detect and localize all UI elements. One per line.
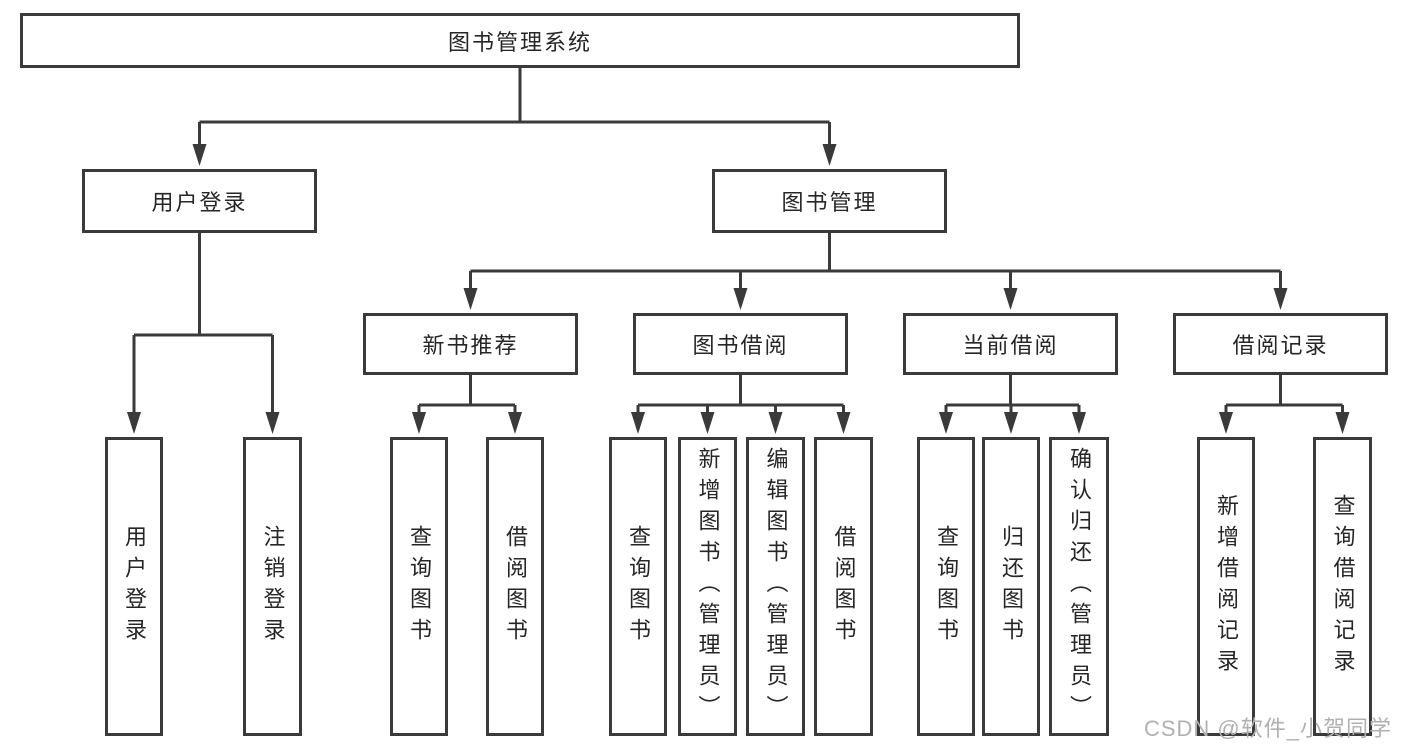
leaf-newbooks-query-books-label: 查询图书	[407, 524, 432, 649]
node-new-book-recommendation: 新书推荐	[363, 313, 578, 375]
leaf-current-query-books: 查询图书	[917, 437, 975, 736]
node-book-management-label: 图书管理	[781, 190, 878, 215]
leaf-logout-label: 注销登录	[260, 524, 286, 649]
connector-user-login-children	[127, 233, 280, 434]
connector-borrowing-records-children	[1219, 375, 1350, 434]
leaf-confirm-return-admin-label: 确认归还（管理员）	[1067, 447, 1092, 726]
leaf-user-login-label: 用户登录	[122, 524, 147, 649]
node-user-login-label: 用户登录	[151, 190, 248, 215]
node-book-borrowing-label: 图书借阅	[692, 333, 789, 358]
leaf-newbooks-borrow-books-label: 借阅图书	[503, 524, 528, 649]
node-book-borrowing: 图书借阅	[633, 313, 848, 375]
leaf-logout: 注销登录	[243, 437, 302, 736]
connector-root-to-level2	[192, 68, 837, 166]
leaf-add-books-admin-label: 新增图书（管理员）	[695, 447, 721, 726]
node-book-management: 图书管理	[712, 169, 947, 233]
leaf-borrowing-query-books-label: 查询图书	[626, 524, 651, 649]
connector-new-book-recommendation-children	[412, 375, 522, 434]
connector-book-management-children	[463, 233, 1288, 310]
leaf-query-borrow-record-label: 查询借阅记录	[1330, 493, 1356, 680]
leaf-query-borrow-record: 查询借阅记录	[1313, 437, 1372, 736]
leaf-newbooks-query-books: 查询图书	[390, 437, 448, 736]
node-user-login: 用户登录	[82, 169, 317, 233]
node-root-library-system: 图书管理系统	[20, 13, 1020, 68]
node-borrowing-records-label: 借阅记录	[1232, 333, 1329, 358]
connector-book-borrowing-children	[631, 375, 851, 434]
node-borrowing-records: 借阅记录	[1173, 313, 1388, 375]
leaf-edit-books-admin: 编辑图书（管理员）	[746, 437, 805, 736]
csdn-watermark: CSDN @软件_小贺同学	[1143, 716, 1392, 741]
leaf-borrow-books: 借阅图书	[814, 437, 873, 736]
leaf-edit-books-admin-label: 编辑图书（管理员）	[763, 447, 789, 726]
leaf-user-login: 用户登录	[105, 437, 163, 736]
leaf-add-borrow-record-label: 新增借阅记录	[1214, 493, 1239, 680]
leaf-borrowing-query-books: 查询图书	[609, 437, 667, 736]
leaf-return-books: 归还图书	[982, 437, 1040, 736]
leaf-current-query-books-label: 查询图书	[934, 524, 959, 649]
connector-current-borrowing-children	[939, 375, 1086, 434]
node-root-label: 图书管理系统	[447, 29, 592, 55]
node-current-borrowing-label: 当前借阅	[962, 333, 1059, 358]
leaf-add-borrow-record: 新增借阅记录	[1197, 437, 1255, 736]
leaf-confirm-return-admin: 确认归还（管理员）	[1049, 437, 1109, 736]
leaf-borrow-books-label: 借阅图书	[831, 524, 857, 649]
node-new-book-recommendation-label: 新书推荐	[422, 333, 519, 358]
leaf-add-books-admin: 新增图书（管理员）	[678, 437, 737, 736]
leaf-return-books-label: 归还图书	[999, 524, 1024, 649]
node-current-borrowing: 当前借阅	[903, 313, 1118, 375]
leaf-newbooks-borrow-books: 借阅图书	[486, 437, 544, 736]
